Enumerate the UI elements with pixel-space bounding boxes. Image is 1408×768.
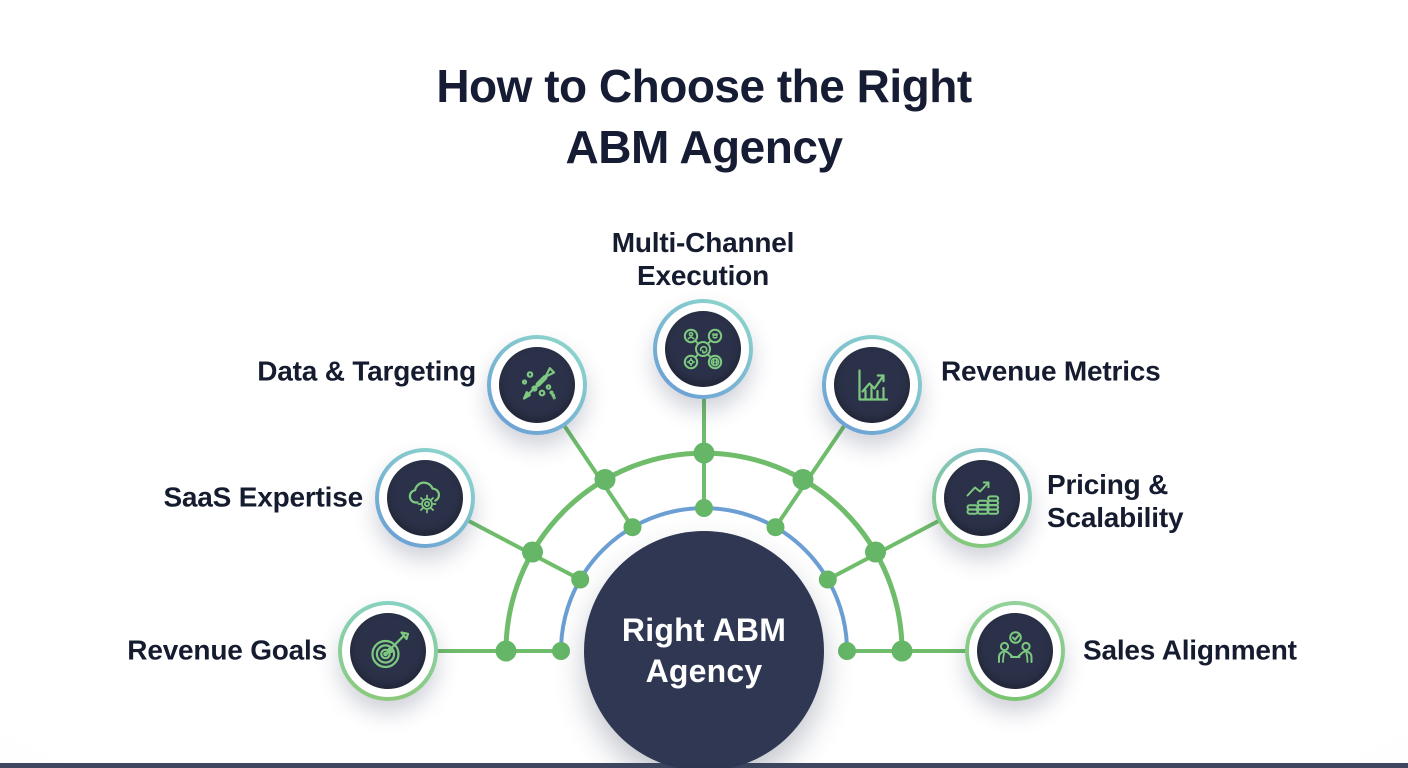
node-ring xyxy=(826,339,918,431)
node-label-revenue-goals: Revenue Goals xyxy=(127,634,327,666)
cloud-gear-icon xyxy=(408,481,441,514)
node-disc xyxy=(665,311,741,387)
node-revenue-goals xyxy=(338,601,438,701)
bar-chart-growth-icon xyxy=(858,369,889,401)
junction-dot xyxy=(766,518,785,537)
junction-dot xyxy=(693,442,715,464)
junction-dot xyxy=(695,499,713,517)
handshake-check-icon xyxy=(998,631,1033,663)
node-label-multi-channel-execution: Multi-Channel Execution xyxy=(611,226,795,291)
node-label-pricing-scalability: Pricing & Scalability xyxy=(1047,468,1184,533)
page-title: How to Choose the Right ABM Agency xyxy=(436,60,972,174)
node-disc xyxy=(834,347,910,423)
node-disc xyxy=(387,460,463,536)
node-ring xyxy=(969,605,1061,697)
node-ring xyxy=(936,452,1028,544)
coin-stacks-growth-icon xyxy=(966,481,1000,515)
node-sales-alignment xyxy=(965,601,1065,701)
center-label: Right ABM Agency xyxy=(621,612,787,689)
junction-dot xyxy=(522,541,543,563)
junction-dot xyxy=(571,570,590,589)
node-revenue-metrics xyxy=(822,335,922,435)
junction-dots xyxy=(495,442,913,662)
junction-dot xyxy=(623,518,642,537)
bottom-edge-bar xyxy=(0,763,1408,768)
junction-dot xyxy=(891,640,913,662)
node-pricing-scalability xyxy=(932,448,1032,548)
junction-dot xyxy=(865,541,886,563)
node-label-saas-expertise: SaaS Expertise xyxy=(163,481,363,513)
target-dart-icon xyxy=(371,631,410,669)
node-label-data-targeting: Data & Targeting xyxy=(257,355,476,387)
junction-dot xyxy=(838,642,856,660)
node-multi-channel-execution xyxy=(653,299,753,399)
junction-dot xyxy=(552,642,570,660)
node-ring xyxy=(491,339,583,431)
multi-channel-hub-icon xyxy=(683,328,723,370)
node-disc xyxy=(977,613,1053,689)
node-disc xyxy=(350,613,426,689)
node-ring xyxy=(657,303,749,395)
node-saas-expertise xyxy=(375,448,475,548)
node-disc xyxy=(499,347,575,423)
node-disc xyxy=(944,460,1020,536)
junction-dot xyxy=(792,469,814,490)
node-ring xyxy=(379,452,471,544)
junction-dot xyxy=(818,570,837,589)
center-circle: Right ABM Agency xyxy=(584,531,824,768)
junction-dot xyxy=(594,469,616,490)
junction-dot xyxy=(495,640,517,662)
node-data-targeting xyxy=(487,335,587,435)
node-label-sales-alignment: Sales Alignment xyxy=(1083,634,1297,666)
node-ring xyxy=(342,605,434,697)
node-label-revenue-metrics: Revenue Metrics xyxy=(941,355,1161,387)
dart-with-data-dots-icon xyxy=(521,367,556,400)
